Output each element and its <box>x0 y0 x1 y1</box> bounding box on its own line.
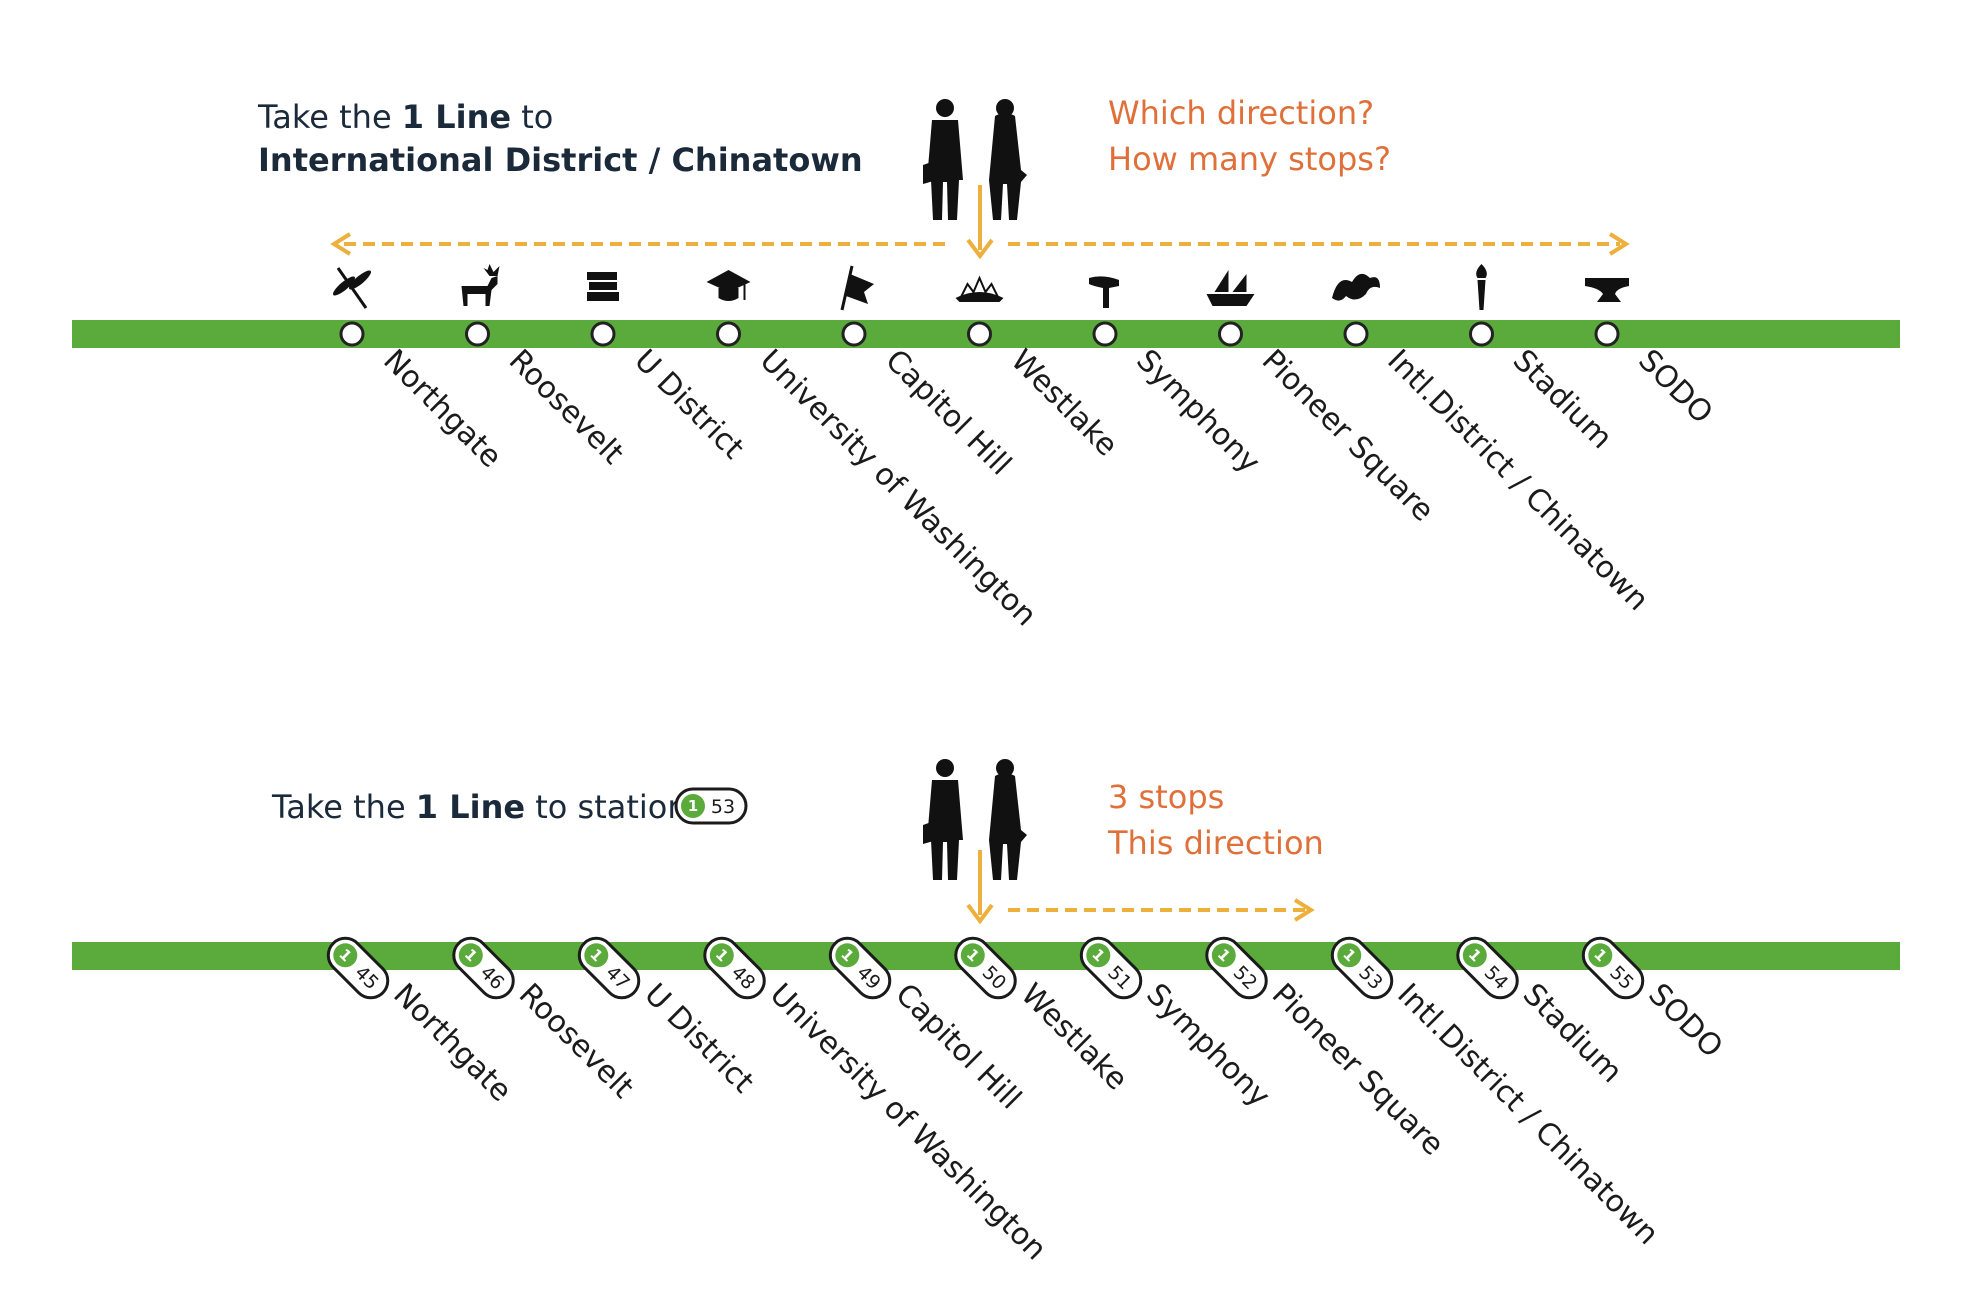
station-badge: 149 <box>828 936 892 1000</box>
books-icon <box>587 272 619 301</box>
dragonfly-icon <box>332 267 372 309</box>
station-dot <box>339 321 365 347</box>
right-arrow-head <box>1608 232 1630 256</box>
direction-arrow-2 <box>966 850 1315 925</box>
station-dot <box>590 321 616 347</box>
badge-number: 53 <box>711 796 735 818</box>
horn-icon <box>1089 276 1119 308</box>
ship-icon <box>1206 270 1255 306</box>
station-dot <box>1218 321 1243 347</box>
station-name: SODO <box>1631 343 1719 431</box>
answer-stops: 3 stops <box>1108 778 1224 816</box>
moose-icon <box>461 264 500 306</box>
question-stops: How many stops? <box>1108 140 1391 178</box>
travelers-icon <box>923 99 1027 220</box>
panel-2: Take the 1 Line to station 1 53 3 stops … <box>72 759 1900 1267</box>
anvil-icon <box>1585 278 1629 302</box>
station-name: Intl.District / Chinatown <box>1380 343 1655 618</box>
station-badge: 145 <box>326 936 390 1000</box>
station-name: Stadium <box>1506 343 1619 456</box>
station-badge: 153 <box>1330 936 1394 1000</box>
station-name: Symphony <box>1129 343 1266 480</box>
station-badge: 150 <box>954 936 1017 1000</box>
station-name: U District <box>627 343 750 466</box>
station-badge: 152 <box>1205 936 1268 1000</box>
travelers-icon-2 <box>923 759 1027 880</box>
station-badge: 154 <box>1456 936 1519 1000</box>
instruction-station: Take the 1 Line to station <box>271 788 688 826</box>
answer-direction: This direction <box>1107 824 1324 862</box>
question-direction: Which direction? <box>1108 94 1374 132</box>
station-dot <box>465 321 490 347</box>
station-badge: 155 <box>1581 936 1645 1000</box>
flag-icon <box>840 265 874 311</box>
dragon-icon <box>1332 273 1380 301</box>
station-name: Capitol Hill <box>888 977 1027 1116</box>
station-name: Northgate <box>376 343 508 475</box>
station-dot <box>716 321 741 347</box>
right-arrow-head-2 <box>1293 898 1315 922</box>
instruction-line-1: Take the 1 Line to <box>257 98 553 136</box>
left-arrow-head <box>330 232 352 256</box>
station-badge: 148 <box>703 936 766 1000</box>
station-badge: 147 <box>577 936 641 1000</box>
station-dot <box>841 321 867 347</box>
station-name: Roosevelt <box>502 343 631 472</box>
station-name: Capitol Hill <box>878 343 1017 482</box>
station-dot <box>1343 321 1369 347</box>
direction-arrows <box>330 185 1630 260</box>
station-name: Intl.District / Chinatown <box>1390 977 1665 1252</box>
station-dot <box>1092 321 1118 347</box>
station-name: Westlake <box>1004 343 1124 463</box>
station-dot <box>967 321 992 347</box>
graduation-cap-icon <box>706 270 751 301</box>
target-station-badge: 1 53 <box>674 787 748 825</box>
station-name: Stadium <box>1516 977 1629 1090</box>
down-arrow-head <box>966 238 994 260</box>
panel-1: Take the 1 Line to International Distric… <box>72 94 1900 633</box>
down-arrow-head-2 <box>966 903 994 925</box>
torch-icon <box>1476 264 1487 310</box>
station-dot <box>1594 321 1620 347</box>
destination-title: International District / Chinatown <box>258 141 863 179</box>
station-name: SODO <box>1641 977 1729 1065</box>
crown-icon <box>955 275 1004 302</box>
station-dot <box>1469 321 1494 347</box>
badge-line: 1 <box>688 797 698 815</box>
station-badge: 146 <box>452 936 515 1000</box>
